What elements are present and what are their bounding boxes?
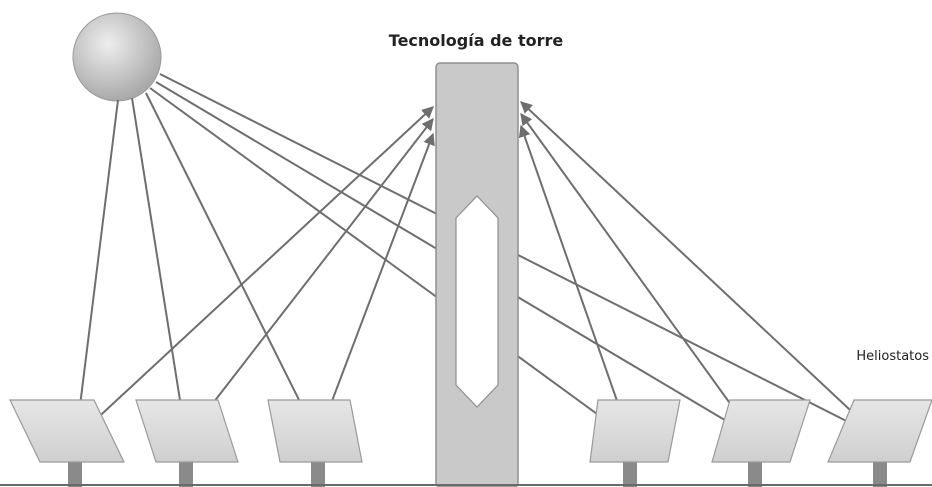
reflected-ray-5 bbox=[520, 113, 756, 439]
heliostat-icon bbox=[135, 399, 239, 487]
receiver-window bbox=[455, 195, 499, 408]
sun-ray-6 bbox=[159, 73, 881, 439]
sun-ray-1 bbox=[75, 99, 119, 439]
heliostat-icon bbox=[589, 399, 681, 487]
heliostat-icon bbox=[711, 399, 811, 487]
reflected-ray-4 bbox=[518, 124, 631, 439]
reflected-ray-1 bbox=[75, 106, 434, 439]
sun-ray-3 bbox=[145, 92, 319, 439]
sun-ray-2 bbox=[131, 97, 187, 439]
solar-tower bbox=[435, 62, 519, 487]
heliostat-icon bbox=[267, 399, 363, 487]
heliostat-icon bbox=[827, 399, 932, 487]
reflected-ray-3 bbox=[317, 132, 435, 439]
reflected-ray-6 bbox=[520, 101, 881, 439]
sun-icon bbox=[72, 12, 162, 102]
heliostats-label: Heliostatos bbox=[856, 349, 929, 364]
sun-ray-4 bbox=[149, 87, 631, 439]
diagram-title: Tecnología de torre bbox=[389, 31, 564, 50]
reflected-ray-2 bbox=[185, 118, 434, 439]
reflected-rays bbox=[75, 101, 881, 439]
heliostat-icon bbox=[9, 399, 125, 487]
heliostat-field bbox=[9, 399, 932, 487]
